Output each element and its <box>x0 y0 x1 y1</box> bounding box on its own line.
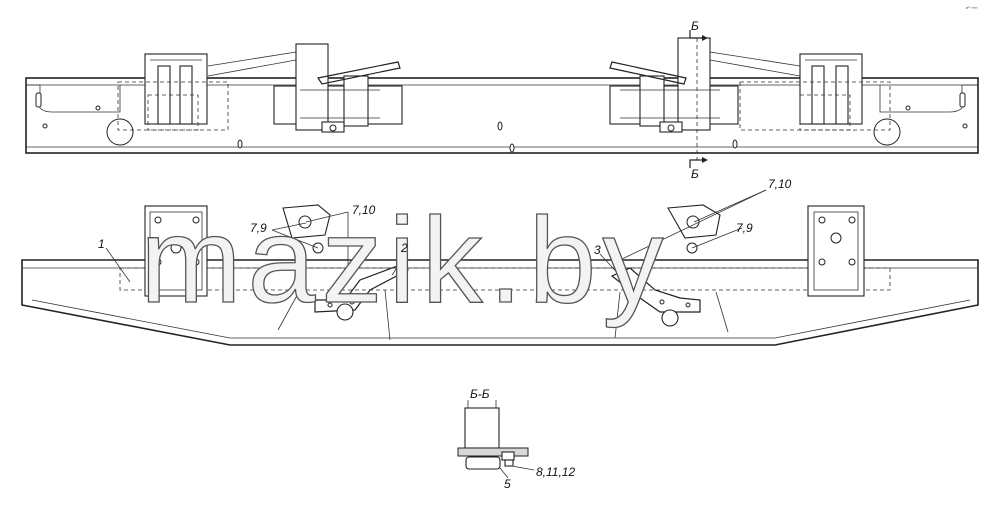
arrow-head-icon <box>702 157 708 163</box>
bolt-hole-icon <box>818 258 826 266</box>
hole-icon <box>42 123 48 129</box>
section-marker-bottom: Б <box>691 167 699 181</box>
callout-7-10-right: 7,10 <box>768 177 792 191</box>
drawing-code: ℯᵐ ∞∞ <box>966 5 978 10</box>
section-marker-arrow-icon <box>689 30 702 39</box>
bolt-hole-icon <box>154 216 162 224</box>
callout-2: 2 <box>400 241 408 255</box>
callout-1: 1 <box>98 237 105 251</box>
plan-view <box>21 189 979 346</box>
right-bracket-plan <box>807 205 865 297</box>
slot-icon <box>959 92 966 108</box>
hook-pin-icon <box>686 215 700 229</box>
callout-8-11-12: 8,11,12 <box>536 465 575 479</box>
left-hook-lock-icon <box>336 303 354 321</box>
bolt-hole-icon <box>848 216 856 224</box>
section-title: Б-Б <box>470 387 490 401</box>
arrow-head-icon <box>702 35 708 41</box>
callout-5: 5 <box>504 477 511 491</box>
hook-pin-icon <box>298 215 312 229</box>
section-marker-arrow-icon <box>689 159 702 168</box>
watermark: mazik.by <box>140 192 669 328</box>
callout-7-10-left: 7,10 <box>352 203 376 217</box>
section-clip <box>465 456 501 470</box>
top-beam-outline <box>25 77 979 154</box>
section-marker-top: Б <box>691 19 699 33</box>
plan-beam-outline <box>21 259 979 346</box>
hole-icon <box>905 105 911 111</box>
hole-icon <box>95 105 101 111</box>
bolt-hole-icon <box>154 258 162 266</box>
round-hole-icon <box>106 118 134 146</box>
right-hook-lock-icon <box>661 309 679 327</box>
section-post <box>464 407 500 449</box>
bolt-hole-icon <box>192 258 200 266</box>
right-bracket <box>799 53 863 125</box>
callout-7-9-right: 7,9 <box>736 221 753 235</box>
bolt-hole-icon <box>830 232 842 244</box>
callout-3: 3 <box>594 243 601 257</box>
hole-icon <box>962 123 968 129</box>
section-plate <box>457 447 529 457</box>
callout-7-9-left: 7,9 <box>250 221 267 235</box>
bolt-hole-icon <box>848 258 856 266</box>
left-bracket <box>144 53 208 125</box>
bolt-hole-icon <box>818 216 826 224</box>
top-view: Б Б <box>25 19 979 181</box>
round-hole-icon <box>873 118 901 146</box>
section-view <box>457 400 535 479</box>
bolt-hole-icon <box>170 242 182 254</box>
slot-icon <box>35 92 42 108</box>
bolt-hole-icon <box>192 216 200 224</box>
